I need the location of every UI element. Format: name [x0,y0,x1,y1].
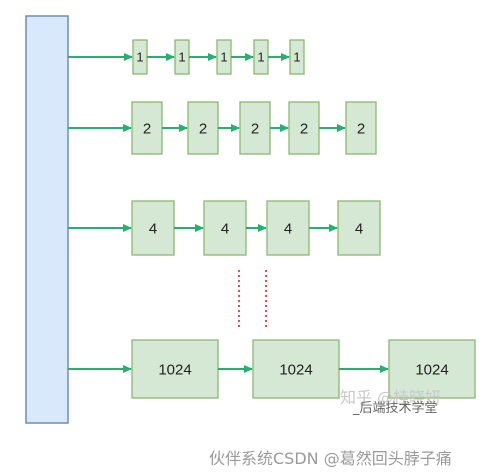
block-size-label: 1 [220,50,227,65]
free-list-array [25,15,69,424]
block-node [337,200,381,256]
block-node [289,39,305,75]
block-node [266,200,310,256]
block-size-label: 1 [136,50,143,65]
row-4: 1024 1024 1024 [68,339,476,399]
block-node [239,101,271,155]
block-size-label: 1024 [415,361,448,378]
block-size-label: 2 [143,120,151,137]
footer-watermark: 伙伴系统CSDN @葛然回头脖子痛 [209,449,452,468]
block-size-label: 1 [293,50,300,65]
block-size-label: 1 [257,50,264,65]
block-node [187,101,219,155]
block-size-label: 2 [300,120,308,137]
zhihu-watermark: 知乎 @桂晓妍 [340,388,441,407]
block-size-label: 2 [357,120,365,137]
block-size-label: 1024 [279,361,312,378]
block-node [252,339,340,399]
block-size-label: 4 [149,220,157,237]
block-size-label: 4 [221,220,229,237]
block-size-label: 1024 [158,361,191,378]
block-node [345,101,377,155]
block-node [388,339,476,399]
block-size-label: 2 [199,120,207,137]
block-node [131,200,175,256]
block-size-label: 4 [355,220,363,237]
block-size-label: 1 [178,50,185,65]
row-3: 4 4 4 4 [68,200,381,256]
block-size-label: 2 [251,120,259,137]
row-2: 2 2 2 2 2 [68,101,377,155]
block-size-label: 4 [284,220,292,237]
linked-list-rows: 1 1 1 1 1 2 2 2 2 2 4 4 4 4 1024 1024 1024 [68,39,476,399]
row-1: 1 1 1 1 1 [68,39,305,75]
zhihu-watermark-sub: _后端技术学堂 [352,400,438,416]
block-node [288,101,320,155]
block-node [203,200,247,256]
